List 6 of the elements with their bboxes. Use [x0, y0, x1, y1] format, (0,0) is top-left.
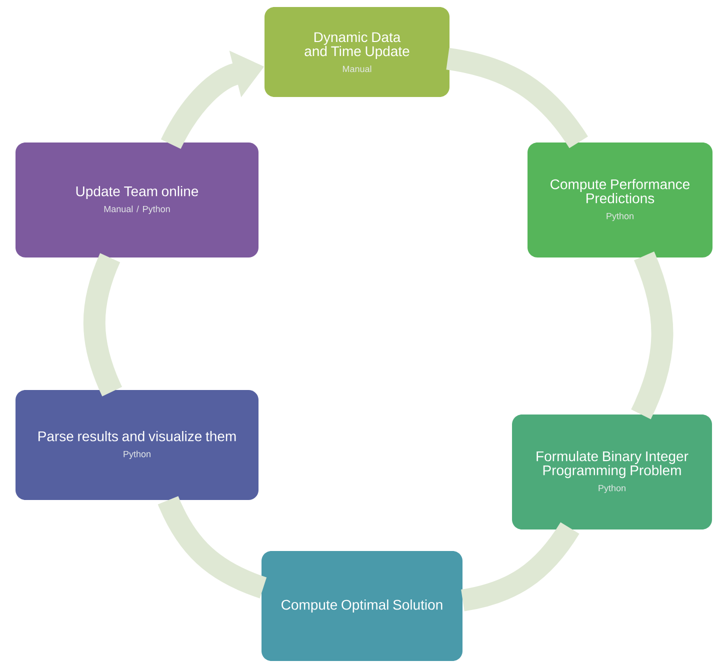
process-box: Dynamic Data and Time Update Manual: [264, 7, 450, 97]
process-box: Update Team online Manual / Python: [16, 142, 258, 258]
process-box: Compute Performance Predictions Python: [528, 142, 712, 258]
process-box: Parse results and visualize them Python: [16, 390, 258, 500]
process-box: Formulate Binary Integer Programming Problem Python: [512, 414, 712, 530]
process-box: Compute Optimal Solution: [262, 551, 462, 661]
